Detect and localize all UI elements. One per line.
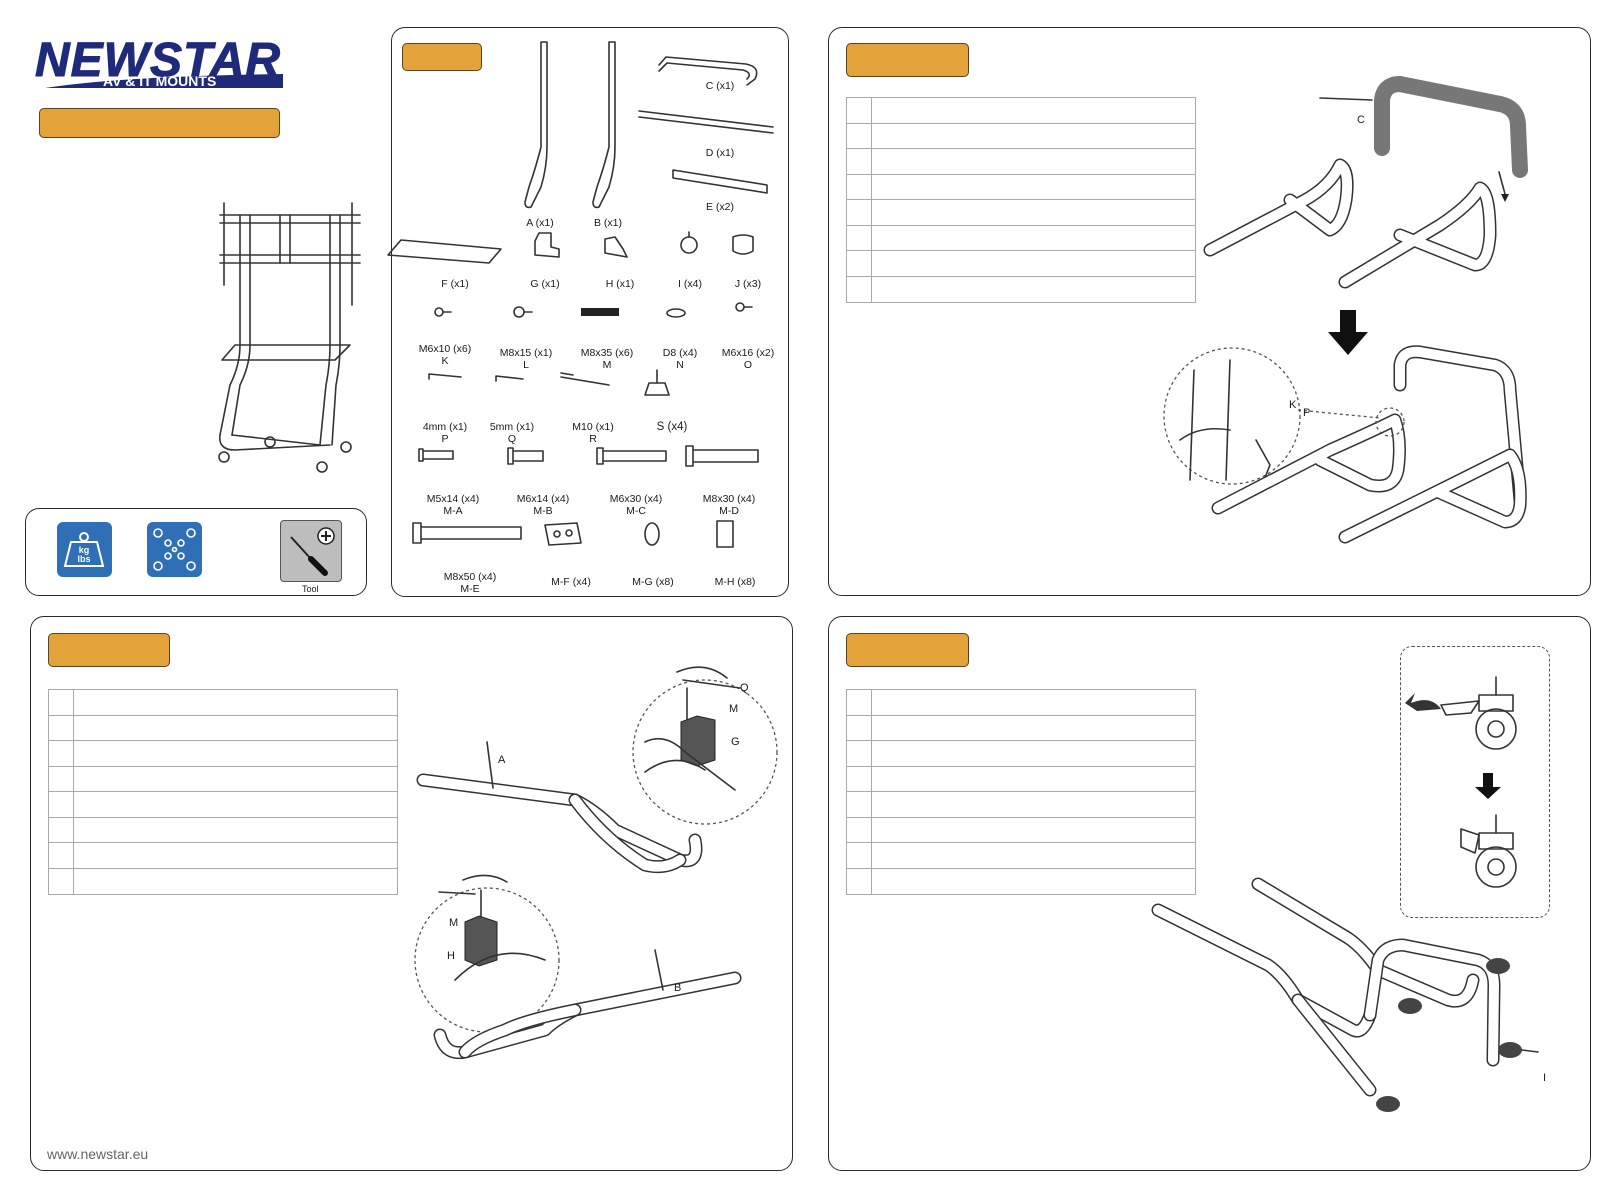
part-g-label: G (x1)	[530, 278, 560, 290]
part-mf-label: M-F (x4)	[551, 576, 591, 588]
part-o-label: M6x16 (x2)O	[721, 347, 775, 371]
title-bar	[39, 108, 280, 138]
table-row	[847, 149, 1195, 175]
weight-icon: kg lbs	[57, 522, 112, 577]
part-me-label: M8x50 (x4)M-E	[443, 571, 497, 595]
part-d-label: D (x1)	[705, 147, 735, 159]
part-md-label: M8x30 (x4)M-D	[702, 493, 756, 517]
part-mc-label: M6x30 (x4)M-C	[609, 493, 663, 517]
callout-m-bottom: M	[449, 917, 459, 929]
table-row	[847, 251, 1195, 277]
step-casters-tab	[846, 633, 969, 667]
brand-tagline: AV & IT MOUNTS	[103, 73, 216, 89]
callout-b: B	[674, 982, 682, 994]
part-j-label: J (x3)	[734, 278, 762, 290]
part-mh-label: M-H (x8)	[714, 576, 756, 588]
callout-a: A	[498, 754, 506, 766]
part-e-label: E (x2)	[705, 201, 735, 213]
caster-assembly-drawing	[1151, 877, 1539, 1112]
table-row	[847, 868, 1195, 895]
caster-lock-detail	[1400, 646, 1550, 918]
callout-h: H	[447, 950, 455, 962]
table-row	[49, 766, 397, 792]
part-s-label: S (x4)	[656, 421, 688, 433]
step-panel-casters	[828, 616, 1591, 1171]
part-k-label: M6x10 (x6)K	[418, 343, 472, 367]
callout-i: I	[1543, 1072, 1547, 1084]
table-row	[49, 817, 397, 843]
parts-tab	[402, 43, 482, 71]
parts-drawings	[387, 41, 774, 548]
table-row	[847, 843, 1195, 869]
vesa-pattern-icon	[147, 522, 202, 577]
table-row	[847, 174, 1195, 200]
uprights-assembly-drawing	[414, 666, 778, 1060]
part-mg-label: M-G (x8)	[632, 576, 674, 588]
frame-assembly-drawing	[1163, 75, 1528, 544]
table-row	[49, 792, 397, 818]
part-b-label: B (x1)	[593, 217, 623, 229]
part-l-label: M8x15 (x1)L	[499, 347, 553, 371]
part-h-label: H (x1)	[605, 278, 635, 290]
table-row	[847, 225, 1195, 251]
part-ma-label: M5x14 (x4)M-A	[426, 493, 480, 517]
callout-m-top: M	[729, 703, 739, 715]
table-row	[847, 741, 1195, 767]
part-c-label: C (x1)	[705, 80, 735, 92]
brand-logo: NEWSTAR AV & IT MOUNTS	[33, 30, 293, 94]
step-uprights-tab	[48, 633, 170, 667]
part-q-label: 5mm (x1)Q	[489, 421, 535, 445]
svg-text:kg: kg	[79, 545, 90, 555]
stand-preview-image	[210, 195, 370, 495]
callout-q: Q	[740, 682, 749, 694]
table-row	[847, 792, 1195, 818]
step-panel-uprights	[30, 616, 793, 1171]
callout-c: C	[1357, 114, 1365, 126]
table-row	[847, 690, 1195, 716]
table-row	[847, 98, 1195, 124]
table-row	[49, 715, 397, 741]
instruction-table-casters	[846, 689, 1196, 895]
tool-label: Tool	[302, 584, 319, 594]
callout-k: K	[1289, 399, 1297, 411]
table-row	[847, 766, 1195, 792]
part-r-label: M10 (x1)R	[572, 421, 614, 445]
table-row	[847, 276, 1195, 303]
part-i-label: I (x4)	[678, 278, 702, 290]
part-n-label: D8 (x4)N	[662, 347, 698, 371]
instruction-table-frame	[846, 97, 1196, 303]
footer-url: www.newstar.eu	[47, 1146, 149, 1162]
brand-name: NEWSTAR	[35, 34, 281, 87]
svg-text:lbs: lbs	[77, 554, 90, 564]
part-a-label: A (x1)	[526, 217, 554, 229]
instruction-table-uprights	[48, 689, 398, 895]
table-row	[847, 123, 1195, 149]
callout-p: P	[1303, 407, 1311, 419]
part-mb-label: M6x14 (x4)M-B	[516, 493, 570, 517]
table-row	[847, 200, 1195, 226]
table-row	[847, 715, 1195, 741]
part-m-label: M8x35 (x6)M	[580, 347, 634, 371]
screwdriver-icon	[280, 520, 342, 582]
part-f-label: F (x1)	[441, 278, 469, 290]
table-row	[847, 817, 1195, 843]
table-row	[49, 690, 397, 716]
table-row	[49, 868, 397, 895]
table-row	[49, 843, 397, 869]
callout-g: G	[731, 736, 740, 748]
part-p-label: 4mm (x1)P	[422, 421, 468, 445]
step-frame-tab	[846, 43, 969, 77]
table-row	[49, 741, 397, 767]
